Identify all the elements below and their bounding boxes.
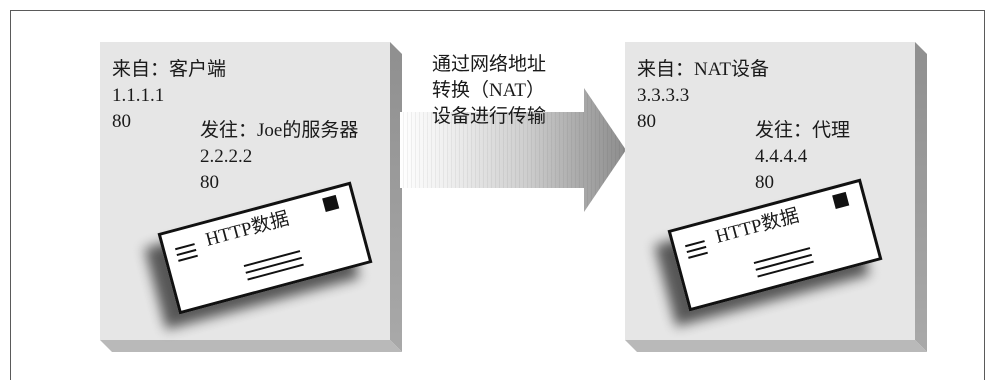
nat-packet-box: 来自：NAT设备 3.3.3.3 80 发往：代理 4.4.4.4 80 HTT… [625, 42, 927, 352]
envelope-label: HTTP数据 [203, 208, 292, 251]
source-port: 80 [112, 111, 131, 132]
source-info: 来自：NAT设备 3.3.3.3 80 [637, 57, 769, 135]
envelope-icon: HTTP数据 [144, 181, 373, 330]
address-line [757, 260, 814, 278]
destination-label: 发往：代理 [755, 120, 851, 141]
destination-info: 发往：Joe的服务器 2.2.2.2 80 [200, 118, 358, 196]
destination-ip: 2.2.2.2 [200, 146, 253, 167]
client-packet-box: 来自：客户端 1.1.1.1 80 发往：Joe的服务器 2.2.2.2 80 … [100, 42, 402, 352]
arrow-caption-line: 设备进行传输 [432, 106, 547, 127]
envelope-icon: HTTP数据 [654, 178, 883, 327]
arrow-caption-line: 转换（NAT） [432, 80, 545, 101]
box-bottom-side [625, 340, 927, 352]
arrow-caption-line: 通过网络地址 [432, 54, 547, 75]
box-right-side [915, 42, 927, 352]
stamp-icon [832, 191, 850, 210]
destination-port: 80 [755, 172, 774, 193]
destination-label: 发往：Joe的服务器 [200, 120, 359, 141]
source-info: 来自：客户端 1.1.1.1 80 [112, 57, 226, 135]
arrow-caption: 通过网络地址 转换（NAT） 设备进行传输 [432, 52, 546, 130]
source-label: 来自：NAT设备 [637, 59, 769, 80]
destination-port: 80 [200, 172, 219, 193]
source-ip: 1.1.1.1 [112, 85, 165, 106]
address-line [247, 263, 304, 281]
box-right-side [390, 42, 402, 352]
return-address-line [178, 254, 198, 262]
destination-info: 发往：代理 4.4.4.4 80 [755, 118, 850, 196]
stamp-icon [322, 194, 340, 213]
diagram-frame [10, 10, 985, 380]
box-bottom-side [100, 340, 402, 352]
envelope-label: HTTP数据 [713, 205, 802, 248]
source-ip: 3.3.3.3 [637, 85, 690, 106]
return-address-line [688, 251, 708, 259]
source-label: 来自：客户端 [112, 59, 227, 80]
destination-ip: 4.4.4.4 [755, 146, 808, 167]
source-port: 80 [637, 111, 656, 132]
